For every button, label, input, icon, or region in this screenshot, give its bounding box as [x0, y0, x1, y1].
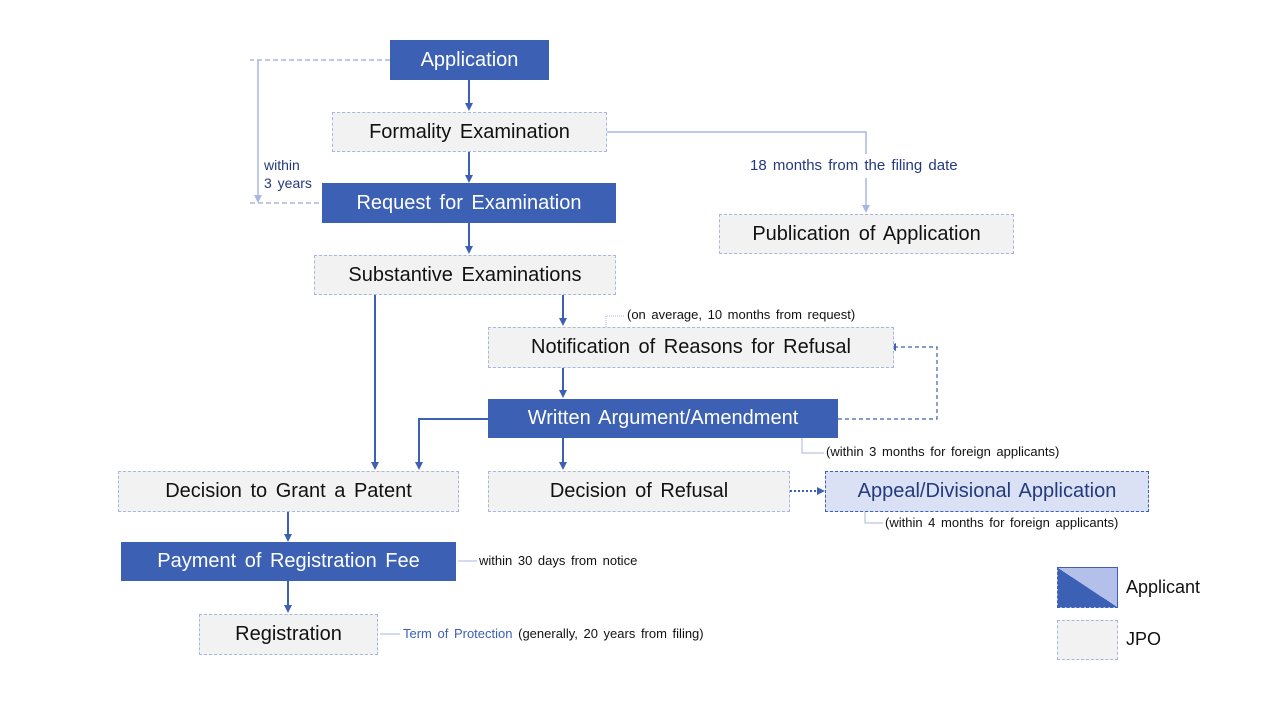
note-within-3-years: within 3 years	[264, 156, 312, 192]
note-written-argument-timing: (within 3 months for foreign applicants)	[826, 444, 1060, 459]
arrow-written-to-notification-loop	[838, 343, 938, 420]
note-within-3-years-line1: within	[264, 157, 300, 173]
legend-jpo-swatch	[1057, 620, 1118, 660]
node-notification-of-reasons: Notification of Reasons for Refusal	[488, 327, 894, 368]
node-decision-of-refusal: Decision of Refusal	[488, 471, 790, 512]
note-notification-timing: (on average, 10 months from request)	[627, 307, 856, 322]
note-within-3-years-line2: 3 years	[264, 175, 312, 191]
node-appeal-divisional: Appeal/Divisional Application	[825, 471, 1149, 512]
node-publication-of-application: Publication of Application	[719, 214, 1014, 254]
node-decision-to-grant: Decision to Grant a Patent	[118, 471, 459, 512]
node-registration: Registration	[199, 614, 378, 655]
note-payment-timing: within 30 days from notice	[479, 553, 638, 568]
term-label: Term of Protection	[403, 626, 513, 641]
node-payment-of-fee: Payment of Registration Fee	[121, 542, 456, 581]
legend-jpo-label: JPO	[1126, 629, 1162, 649]
legend-applicant-label: Applicant	[1126, 577, 1201, 597]
arrow-written-to-grant	[415, 418, 488, 470]
node-substantive-examinations: Substantive Examinations	[314, 255, 616, 295]
node-application: Application	[390, 40, 549, 80]
note-appeal-timing: (within 4 months for foreign applicants)	[885, 515, 1119, 530]
legend-applicant-swatch	[1057, 567, 1118, 608]
node-request-for-examination: Request for Examination	[322, 183, 616, 223]
node-formality-examination: Formality Examination	[332, 112, 607, 152]
note-publication-timing: 18 months from the filing date	[750, 157, 958, 174]
term-detail: (generally, 20 years from filing)	[518, 626, 704, 641]
node-written-argument: Written Argument/Amendment	[488, 399, 838, 438]
note-term-of-protection: Term of Protection (generally, 20 years …	[403, 626, 704, 641]
arrow-formality-to-publication	[607, 131, 867, 154]
